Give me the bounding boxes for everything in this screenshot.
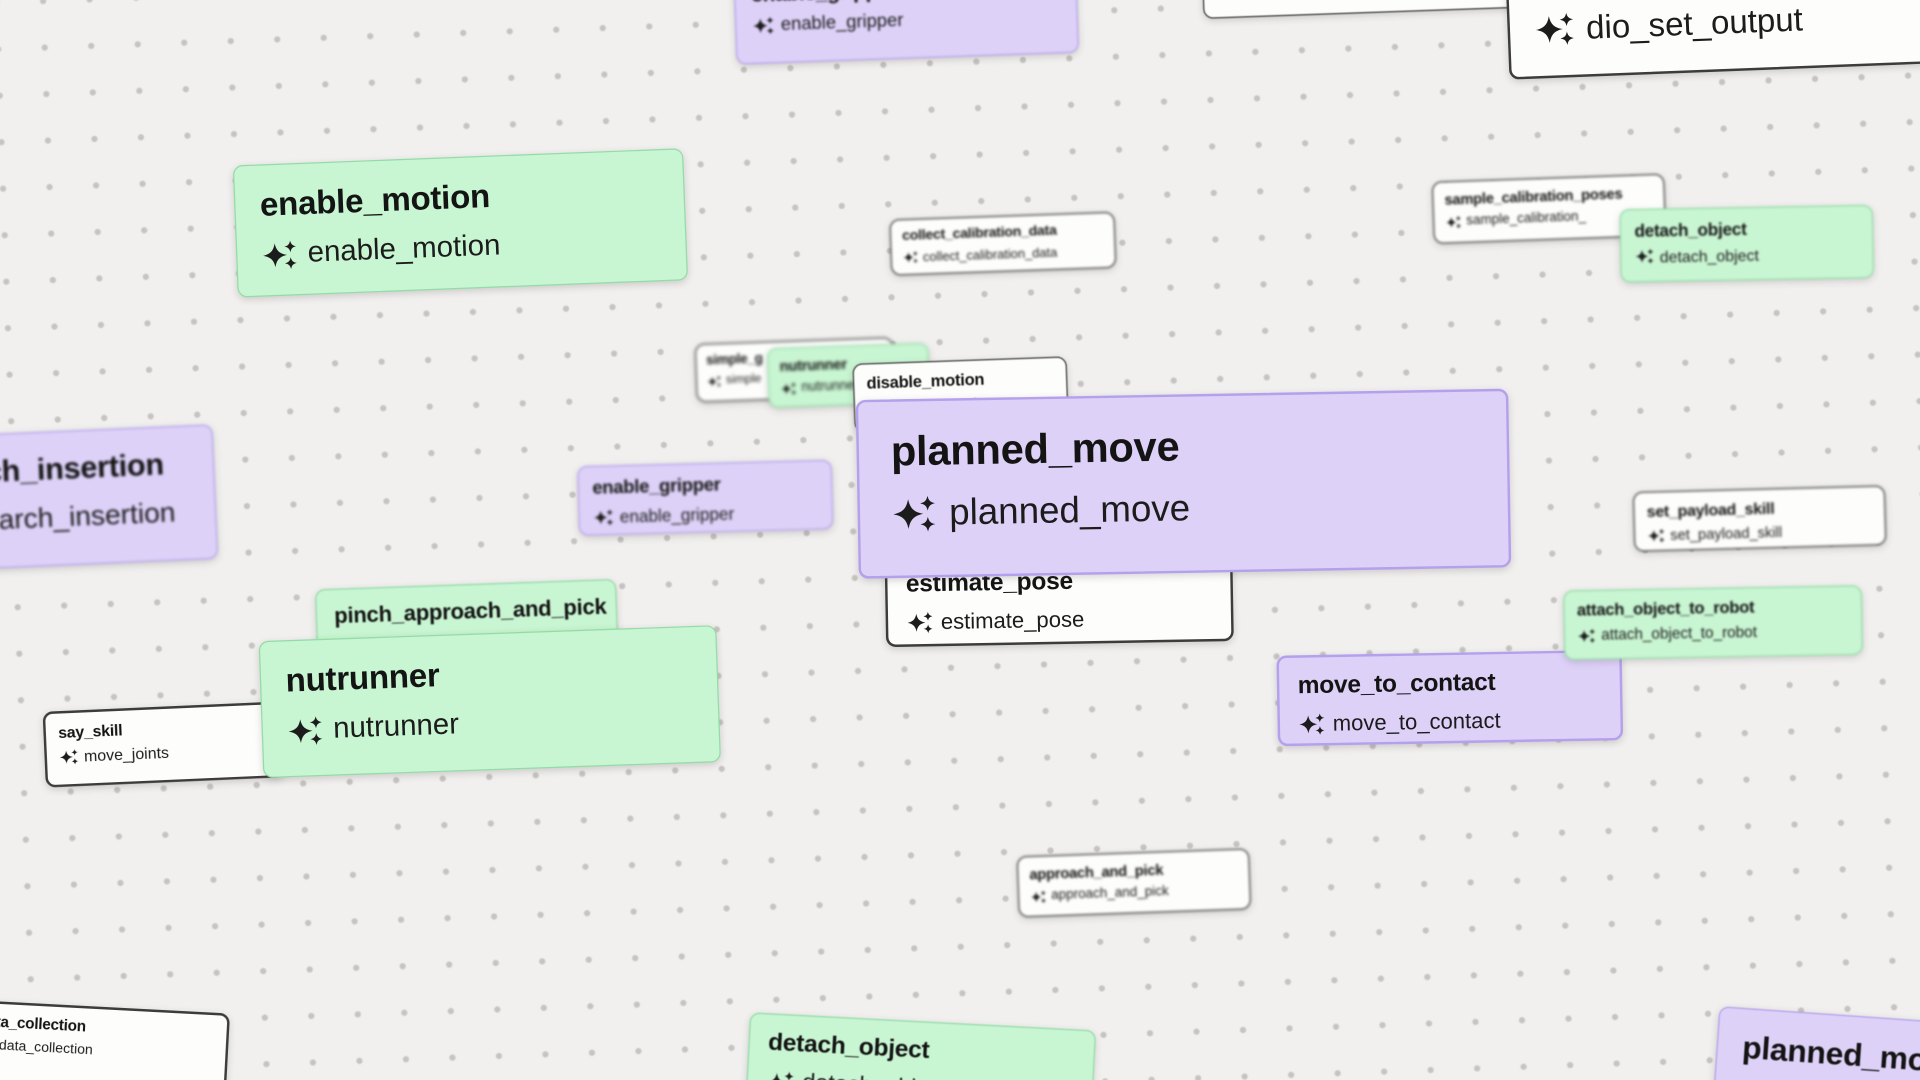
card-subtitle-row: dio_set_output (1534, 0, 1920, 50)
sparkles-icon (1577, 628, 1596, 645)
card-subtitle: detach_object (802, 1070, 948, 1080)
card-title: nutrunner (285, 656, 441, 699)
card-title: search_insertion (0, 447, 165, 492)
card-subtitle-row: nutrunner (780, 376, 929, 397)
sparkles-icon (707, 374, 722, 387)
skill-card-enable-gripper-mid[interactable]: enable_gripper enable_gripper (577, 459, 834, 536)
card-subtitle: planned_move (948, 488, 1191, 534)
card-subtitle-row: planned_move (892, 482, 1509, 537)
card-subtitle-row: enable_gripper (593, 501, 832, 528)
card-subtitle: simple (725, 372, 762, 387)
card-subtitle: enable_motion (307, 228, 501, 269)
skill-card-planned-move[interactable]: planned_move planned_move (855, 388, 1512, 579)
sparkles-icon (765, 1069, 795, 1080)
card-title: pinch_approach_and_pick (333, 593, 607, 628)
card-subtitle: detach_object (1659, 245, 1759, 266)
card-subtitle: sample_calibration_ (1466, 209, 1587, 229)
card-subtitle: search_insertion (0, 495, 177, 536)
sparkles-icon (1647, 528, 1665, 544)
card-title: disable_motion (866, 370, 985, 393)
card-subtitle: move_to_contact (1332, 707, 1501, 736)
sparkles-icon (59, 749, 79, 767)
sparkles-icon (287, 714, 324, 746)
card-subtitle-row: sample_calibration_ (1445, 207, 1665, 231)
skill-card-move-to-contact[interactable]: move_to_contact move_to_contact (1276, 649, 1624, 747)
card-subtitle: enable_gripper (780, 9, 904, 36)
card-subtitle-row: approach_and_pick (1030, 881, 1250, 905)
card-subtitle: nutrunner (332, 707, 460, 745)
card-subtitle: collect_calibration_data (922, 244, 1058, 265)
sparkles-icon (1298, 712, 1325, 736)
sparkles-icon (752, 16, 775, 36)
sparkles-icon (906, 611, 933, 635)
card-subtitle-row: enable_gripper (752, 4, 1077, 37)
card-title: enable_motion (259, 177, 491, 224)
sparkles-icon (1445, 215, 1462, 230)
sparkles-icon (1635, 248, 1655, 265)
card-subtitle-row: nutrunner (287, 698, 719, 748)
card-subtitle-row: set_payload_skill (1647, 521, 1885, 545)
card-subtitle-row: search_insertion (0, 493, 216, 539)
card-subtitle: estimate_pose (940, 606, 1085, 634)
skill-card-nutrunner-big[interactable]: nutrunner nutrunner (258, 625, 722, 779)
sparkles-icon (903, 251, 919, 265)
card-title: detach_object (767, 1029, 931, 1065)
card-subtitle: nutrunner (801, 378, 860, 395)
card-subtitle: approach_and_pick (1050, 884, 1169, 904)
card-subtitle-row: detach_object (1635, 243, 1873, 266)
card-subtitle: attach_object_to_robot (1601, 623, 1758, 644)
card-title: attach_object_to_robot (1576, 598, 1755, 620)
card-subtitle-row: move_joints (59, 739, 282, 768)
card-subtitle: data_collection (0, 1037, 94, 1058)
skill-card-dio-set-output[interactable]: dio_set_output (1505, 0, 1920, 80)
card-title: detach_object (1634, 219, 1747, 241)
sparkles-icon (1534, 11, 1576, 48)
sparkles-icon (892, 494, 937, 534)
card-title: set_payload_skill (1646, 499, 1775, 521)
skill-card-attach-object-to-robot[interactable]: attach_object_to_robot attach_object_to_r… (1563, 585, 1864, 661)
skill-card-detach-object-top[interactable]: detach_object detach_object (1619, 204, 1875, 283)
card-subtitle: set_payload_skill (1670, 523, 1783, 544)
card-title: planned_move (890, 423, 1180, 476)
card-subtitle-row: simple (707, 368, 894, 389)
sparkles-icon (1030, 889, 1047, 904)
card-subtitle: dio_set_output (1585, 1, 1804, 47)
card-title: enable_gripper (592, 474, 721, 499)
card-title: say_skill (57, 720, 123, 742)
card-subtitle: enable_gripper (619, 503, 735, 526)
card-title: collect_calibration_data (901, 223, 1057, 244)
card-title: approach_and_pick (1029, 861, 1164, 883)
card-subtitle-row: estimate_pose (906, 604, 1231, 636)
skill-card-detach-object-bottom[interactable]: detach_object detach_object (744, 1012, 1097, 1080)
sparkles-icon (780, 381, 797, 396)
card-subtitle-row: collect_calibration_data (903, 243, 1115, 266)
sparkles-icon (261, 238, 298, 271)
card-subtitle-row: attach_object_to_robot (1577, 622, 1861, 645)
sparkles-icon (593, 508, 614, 527)
card-title: move_to_contact (1297, 668, 1496, 700)
card-title: planned_move (1741, 1028, 1920, 1080)
card-subtitle-row: detach_object (765, 1068, 1092, 1080)
card-title: sample_calibration_poses (1444, 184, 1623, 209)
card-subtitle-row: move_to_contact (1298, 706, 1620, 738)
card-subtitle: move_joints (83, 743, 170, 766)
card-subtitle-row: enable_motion (261, 221, 686, 272)
